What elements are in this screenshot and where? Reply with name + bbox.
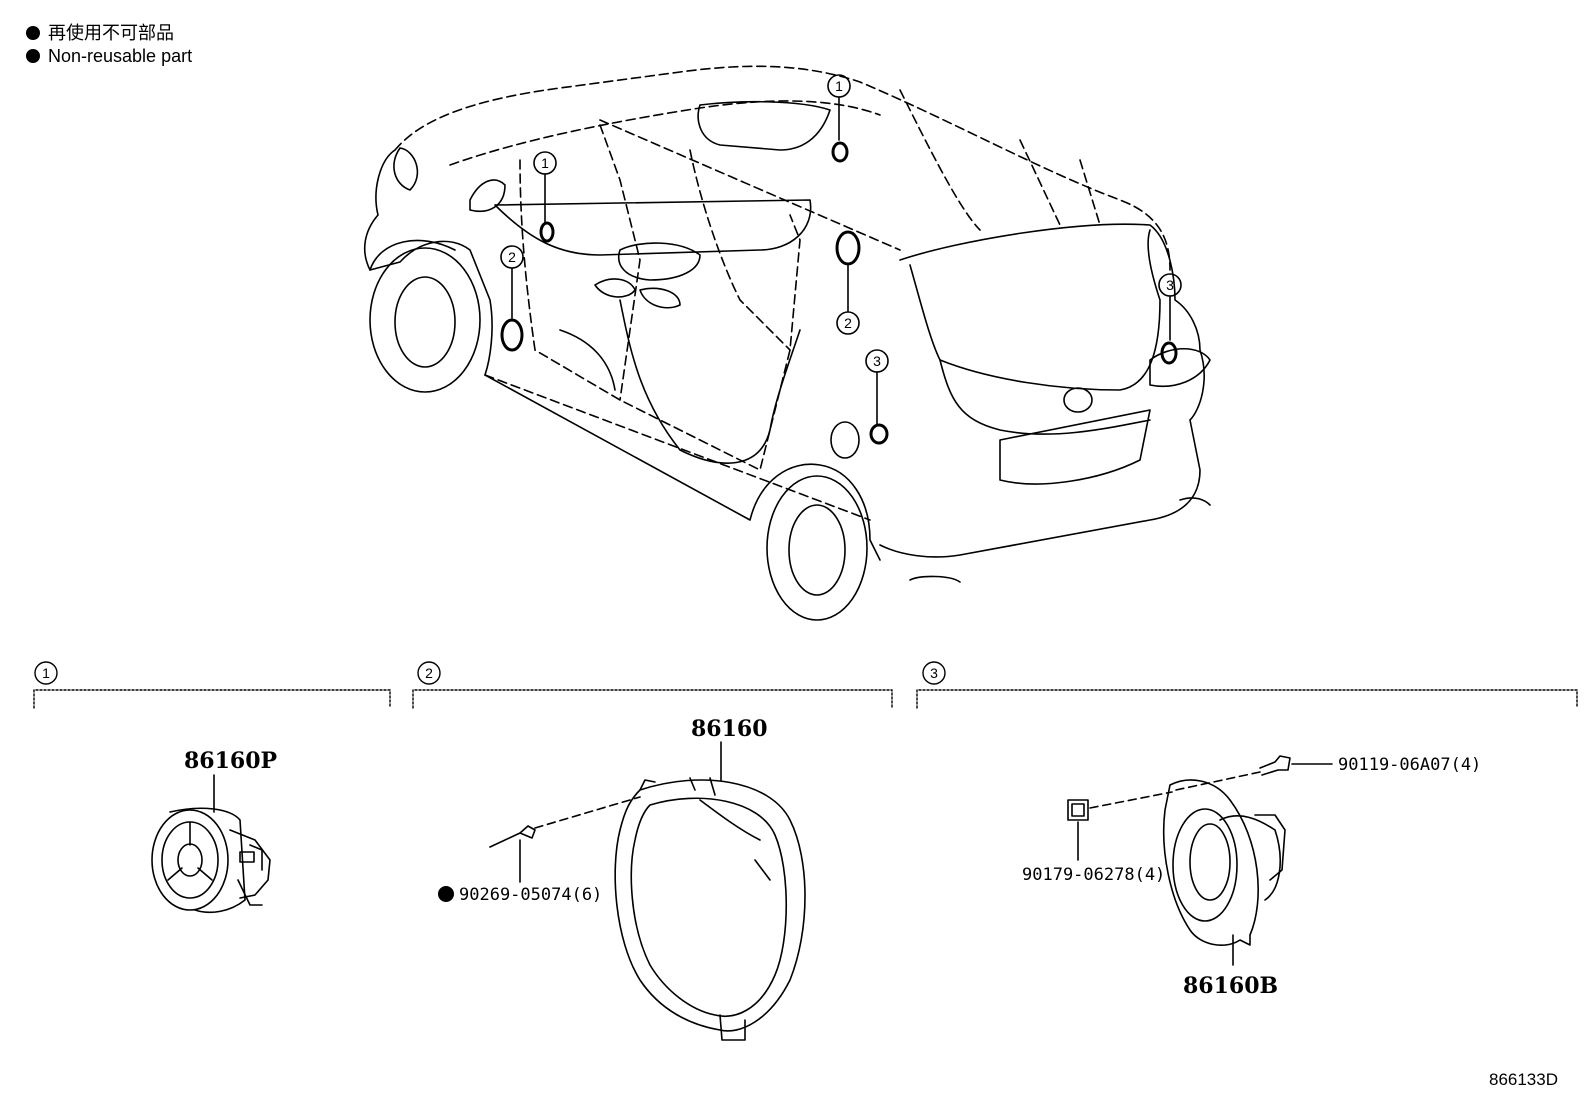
part-86160b-label: 86160B: [1183, 973, 1278, 999]
screw-90119-label: 90119-06A07(4): [1338, 755, 1481, 775]
non-reusable-dot-icon: [26, 26, 40, 40]
section-number: 2: [425, 665, 433, 681]
legend-en-text: Non-reusable part: [48, 46, 193, 66]
legend-jp: 再使用不可部品: [26, 22, 174, 44]
section-brackets: [33, 661, 1578, 709]
speaker-86160-drawing: [489, 741, 806, 1041]
section-2-circle: [417, 661, 441, 685]
section-3-circle: [922, 661, 946, 685]
diagram-id: 866133D: [1489, 1070, 1558, 1089]
rear-emblem: [1063, 387, 1093, 413]
part-86160p-label: 86160P: [184, 748, 277, 774]
screw-90119: [1259, 755, 1291, 776]
rivet-90269: [489, 825, 536, 848]
section-1-circle: [34, 661, 58, 685]
vehicle-front: [363, 149, 493, 376]
tweeter-86160p-drawing: [151, 774, 271, 914]
legend-jp-text: 再使用不可部品: [48, 23, 174, 43]
nut-90179-label: 90179-06278(4): [1022, 865, 1165, 885]
callout-number: 3: [1166, 277, 1174, 293]
non-reusable-dot-icon: [26, 49, 40, 63]
callout-number: 2: [508, 249, 516, 265]
section-number: 3: [930, 665, 938, 681]
vehicle-illustration: [363, 65, 1211, 621]
rear-wheel: [766, 475, 868, 621]
callout-number: 2: [844, 315, 852, 331]
speaker-86160b-drawing: [1067, 755, 1333, 966]
fastener-90269-label: 90269-05074(6): [459, 885, 602, 905]
front-wheel: [369, 247, 481, 393]
dashboard: [494, 199, 812, 256]
callout-number: 3: [873, 353, 881, 369]
callout-number: 1: [835, 78, 843, 94]
part-86160-label: 86160: [691, 716, 768, 742]
section-number: 1: [42, 665, 50, 681]
vehicle-roof: [394, 65, 1171, 271]
non-reusable-dot-icon: [438, 886, 454, 902]
callout-circle: [836, 311, 860, 335]
legend-en: Non-reusable part: [26, 45, 192, 67]
vehicle-rear: [879, 223, 1205, 558]
vehicle-callouts: [500, 74, 1182, 445]
callout-number: 1: [541, 155, 549, 171]
nut-90179: [1067, 799, 1089, 821]
